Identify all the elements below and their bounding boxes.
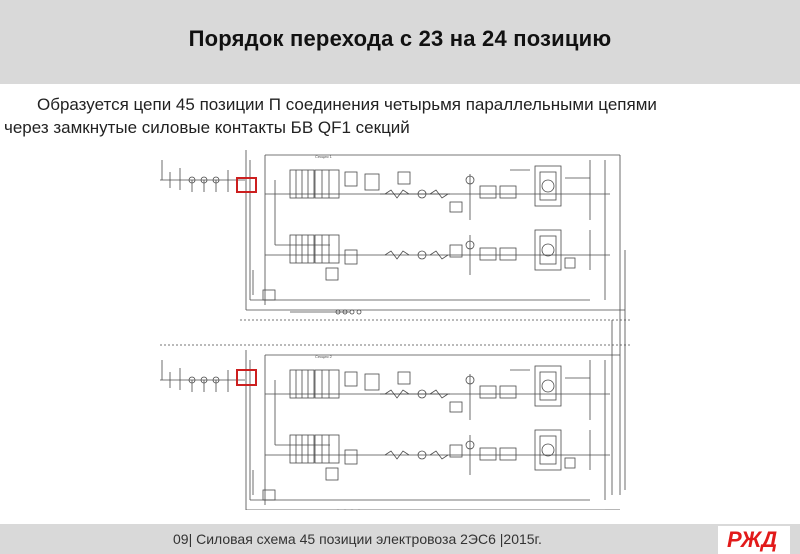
section-2-circuit [159,349,621,510]
qf1-contact-highlight-section-1 [236,177,257,193]
qf1-contact-highlight-section-2 [236,369,257,386]
footer-text: 09| Силовая схема 45 позиции электровоза… [173,531,542,547]
section-1-label: Секция 1 [315,154,333,159]
rzd-logo-text: РЖД [727,527,778,552]
section-1-circuit [159,150,621,315]
description-line-2: через замкнутые силовые контакты БВ QF1 … [4,118,410,137]
inter-section-links [160,155,630,510]
slide-description: Образуется цепи 45 позиции П соединения … [4,93,796,139]
slide-header: Порядок перехода с 23 на 24 позицию [0,0,800,84]
slide-title: Порядок перехода с 23 на 24 позицию [188,26,612,51]
slide-footer: 09| Силовая схема 45 позиции электровоза… [0,524,800,554]
rzd-logo-icon [718,526,790,554]
description-line-1: Образуется цепи 45 позиции П соединения … [37,95,657,114]
power-circuit-diagram: Секция 1 Секция 2 [159,150,630,510]
section-2-label: Секция 2 [315,354,333,359]
